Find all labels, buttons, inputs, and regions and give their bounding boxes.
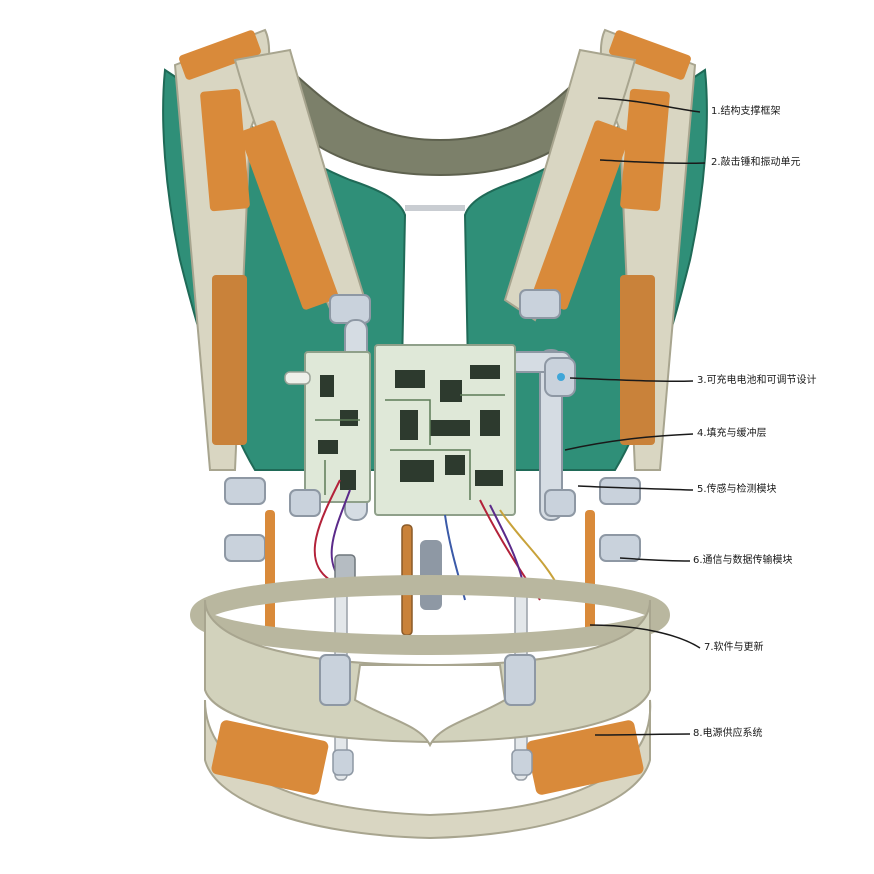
right-hip-joint bbox=[599, 477, 641, 505]
center-left-joint bbox=[289, 489, 321, 517]
side-connector bbox=[284, 371, 311, 385]
leader-line-2 bbox=[599, 159, 706, 165]
right-inner-patch bbox=[531, 120, 631, 310]
left-strap-buckle bbox=[329, 294, 371, 324]
leader-line-5 bbox=[577, 485, 694, 491]
label-software-update: 7.软件与更新 bbox=[704, 642, 764, 653]
left-support-rod bbox=[265, 510, 275, 640]
status-led bbox=[557, 373, 565, 381]
left-outer-patch bbox=[200, 88, 250, 212]
back-rod bbox=[405, 205, 465, 211]
label-communication-module: 6.通信与数据传输模块 bbox=[693, 555, 793, 566]
right-strap-buckle bbox=[519, 289, 561, 319]
center-right-joint bbox=[544, 489, 576, 517]
right-belt-patch bbox=[526, 720, 644, 795]
label-sensing-module: 5.传感与检测模块 bbox=[697, 484, 777, 495]
right-lower-patch bbox=[620, 275, 655, 445]
label-structural-frame: 1.结构支撑框架 bbox=[711, 106, 781, 117]
label-padding-buffer: 4.填充与缓冲层 bbox=[697, 428, 767, 439]
label-hammer-vibration-unit: 2.敲击锤和振动单元 bbox=[711, 157, 801, 168]
center-belt-pad bbox=[353, 664, 507, 748]
right-belt-clip bbox=[511, 749, 533, 776]
left-lower-patch bbox=[212, 275, 247, 445]
right-belt-buckle bbox=[504, 654, 536, 706]
left-belt-clip bbox=[332, 749, 354, 776]
circuit-components bbox=[318, 365, 503, 490]
leader-line-3 bbox=[569, 377, 694, 383]
left-lower-joint bbox=[224, 534, 266, 562]
leader-lines bbox=[564, 97, 706, 736]
leader-line-6 bbox=[619, 557, 691, 562]
right-outer-patch bbox=[620, 88, 670, 212]
right-support-rod bbox=[585, 510, 595, 640]
leader-line-8 bbox=[594, 733, 691, 736]
leader-line-7 bbox=[589, 624, 701, 649]
hammer-housing bbox=[420, 540, 442, 610]
leader-line-4 bbox=[564, 433, 694, 451]
left-belt-patch bbox=[211, 720, 329, 795]
circuit-board-left bbox=[304, 351, 371, 503]
leader-line-1 bbox=[597, 97, 701, 113]
right-lower-joint bbox=[599, 534, 641, 562]
right-shoulder-patch bbox=[609, 30, 691, 80]
left-belt-buckle bbox=[319, 654, 351, 706]
circuit-traces bbox=[315, 394, 505, 500]
left-inner-patch bbox=[239, 120, 339, 310]
lower-belt bbox=[204, 699, 652, 840]
label-battery-adjustable: 3.可充电电池和可调节设计 bbox=[697, 375, 817, 386]
upper-belt-back bbox=[190, 575, 670, 655]
left-shoulder-patch bbox=[179, 30, 261, 80]
left-hip-joint bbox=[224, 477, 266, 505]
label-power-supply: 8.电源供应系统 bbox=[693, 728, 763, 739]
